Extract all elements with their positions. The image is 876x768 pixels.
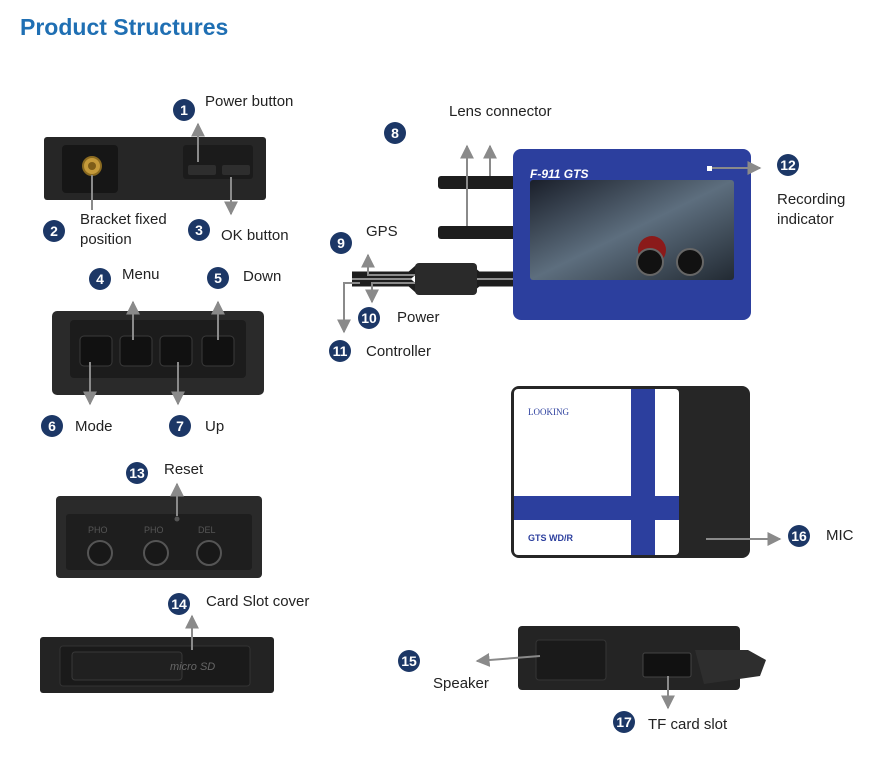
callout-badge-6: 6 xyxy=(41,415,63,437)
page-title: Product Structures xyxy=(20,14,229,40)
callout-badge-7: 7 xyxy=(169,415,191,437)
callout-badge-15: 15 xyxy=(398,650,420,672)
card-slot-cover-device xyxy=(40,637,274,693)
reset-hole xyxy=(174,516,180,522)
control-buttons-device xyxy=(52,311,264,395)
callout-label-16: MIC xyxy=(826,527,854,544)
power-button xyxy=(188,165,216,175)
callout-badge-9: 9 xyxy=(330,232,352,254)
callout-label-15: Speaker xyxy=(433,675,489,692)
card-slot-text: micro SD xyxy=(170,661,216,673)
callout-label-14: Card Slot cover xyxy=(206,593,310,610)
callout-label-8: Lens connector xyxy=(449,103,552,120)
callout-label-9: GPS xyxy=(366,223,398,240)
callout-label-2b: position xyxy=(80,231,132,248)
callout-label-12b: indicator xyxy=(777,211,834,228)
callout-label-13: Reset xyxy=(164,461,204,478)
back-brand-text: LOOKING xyxy=(528,407,569,417)
callout-label-5: Down xyxy=(243,268,282,285)
reset-label-3: DEL xyxy=(198,525,216,535)
reset-label-1: PHO xyxy=(88,525,108,535)
speaker-device xyxy=(518,626,766,690)
callout-badge-2: 2 xyxy=(43,220,65,242)
recording-indicator-led xyxy=(707,166,712,171)
down-button xyxy=(201,335,235,367)
callout-badge-5: 5 xyxy=(207,267,229,289)
tf-slot xyxy=(642,652,692,678)
callout-badge-10: 10 xyxy=(358,307,380,329)
reset-panel-device xyxy=(56,496,262,578)
back-model-text: GTS WD/R xyxy=(528,533,573,543)
callout-badge-16: 16 xyxy=(788,525,810,547)
callout-badge-13: 13 xyxy=(126,462,148,484)
callout-badge-14: 14 xyxy=(168,593,190,615)
top-view-device xyxy=(44,137,266,200)
callout-label-7: Up xyxy=(205,418,225,435)
callout-badge-4: 4 xyxy=(89,268,111,290)
callout-label-12: Recording xyxy=(777,191,846,208)
callout-label-17: TF card slot xyxy=(648,716,728,733)
callout-label-11: Controller xyxy=(366,343,432,360)
callout-badge-11: 11 xyxy=(329,340,351,362)
callout-badge-8: 8 xyxy=(384,122,406,144)
mode-button xyxy=(79,335,113,367)
callout-label-6: Mode xyxy=(75,418,113,435)
back-view-device xyxy=(511,386,750,558)
callout-label-10: Power xyxy=(397,309,440,326)
callout-badge-3: 3 xyxy=(188,219,210,241)
front-model-text: F-911 GTS xyxy=(530,167,589,181)
callout-badge-12: 12 xyxy=(777,154,799,176)
front-view-device xyxy=(352,149,751,320)
callout-label-3: OK button xyxy=(221,227,289,244)
callout-badge-17: 17 xyxy=(613,711,635,733)
callout-label-1: Power button xyxy=(205,93,294,110)
callout-label-2: Bracket fixed xyxy=(80,211,167,228)
ok-button xyxy=(222,165,250,175)
up-button xyxy=(159,335,193,367)
callout-badge-1: 1 xyxy=(173,99,195,121)
menu-button xyxy=(119,335,153,367)
reset-label-2: PHO xyxy=(144,525,164,535)
callout-label-4: Menu xyxy=(122,266,160,283)
callout-arrows xyxy=(83,122,782,710)
